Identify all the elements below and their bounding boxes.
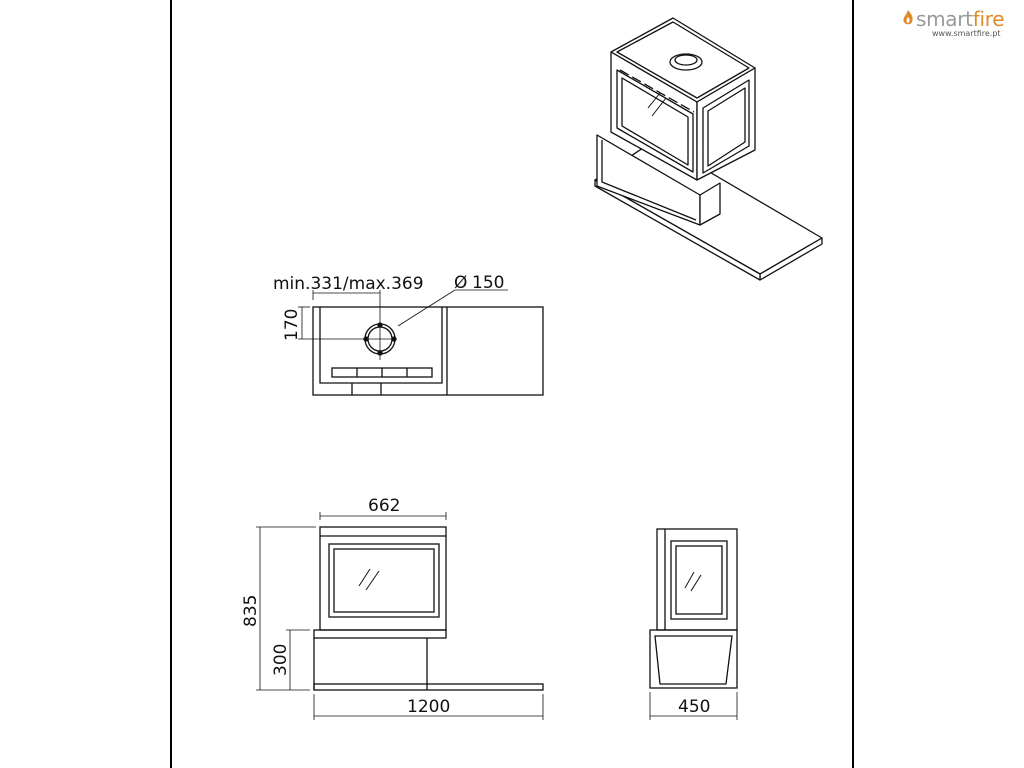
iso-front-glass xyxy=(621,77,689,166)
flue-diameter-label: 150 xyxy=(472,273,504,293)
brand-name-part1: smart xyxy=(916,7,973,31)
flue-depth-label: 170 xyxy=(282,309,302,341)
front-width-label: 662 xyxy=(368,496,400,516)
brand-logo: smartfire www.smartfire.pt xyxy=(902,7,1020,43)
flame-icon xyxy=(903,10,913,25)
iso-bench-side xyxy=(699,182,721,226)
iso-bench-inner xyxy=(601,140,697,221)
side-stove-body xyxy=(656,528,738,631)
flue-offset-label: min.331/max.369 xyxy=(273,274,424,294)
iso-side-door xyxy=(702,79,750,174)
iso-glass-reflection-2 xyxy=(651,97,667,117)
side-view xyxy=(649,528,738,720)
front-stove-body xyxy=(319,526,447,631)
bench-height-label: 300 xyxy=(271,644,291,676)
total-height-label: 835 xyxy=(241,595,261,627)
front-glass-reflection-2 xyxy=(365,570,380,591)
iso-flue-collar xyxy=(669,53,703,71)
iso-stove-side xyxy=(696,67,756,181)
front-base-slab xyxy=(313,683,544,691)
side-door xyxy=(670,540,728,620)
front-view xyxy=(256,512,544,720)
brand-url[interactable]: www.smartfire.pt xyxy=(932,29,1001,38)
brand-name-part2: fire xyxy=(972,7,1005,31)
side-glass-reflection-2 xyxy=(690,574,702,592)
front-glass xyxy=(333,548,435,613)
front-bench-top xyxy=(313,629,447,639)
dim-diameter-leader xyxy=(397,289,456,327)
flue-diameter-symbol: Ø xyxy=(454,273,467,293)
iso-base-slab-front xyxy=(594,179,761,281)
iso-vent-slots xyxy=(619,69,695,113)
side-glass-reflection-1 xyxy=(684,571,695,589)
front-door xyxy=(328,543,440,618)
isometric-view xyxy=(594,17,823,281)
side-glass xyxy=(675,545,723,615)
top-outline xyxy=(312,306,544,396)
iso-side-glass xyxy=(707,87,746,167)
iso-flue-opening xyxy=(674,54,698,66)
side-bench-inner xyxy=(654,635,733,685)
iso-glass-reflection-1 xyxy=(647,92,661,109)
iso-front-door xyxy=(616,69,694,173)
side-depth-label: 450 xyxy=(678,697,710,717)
brand-name: smartfire xyxy=(916,7,1005,31)
top-stove-body xyxy=(319,307,443,384)
front-glass-reflection-1 xyxy=(358,568,371,587)
bench-length-label: 1200 xyxy=(407,697,450,717)
side-bench xyxy=(649,629,738,689)
top-view xyxy=(298,289,544,396)
iso-top-plate-edge xyxy=(616,21,750,99)
